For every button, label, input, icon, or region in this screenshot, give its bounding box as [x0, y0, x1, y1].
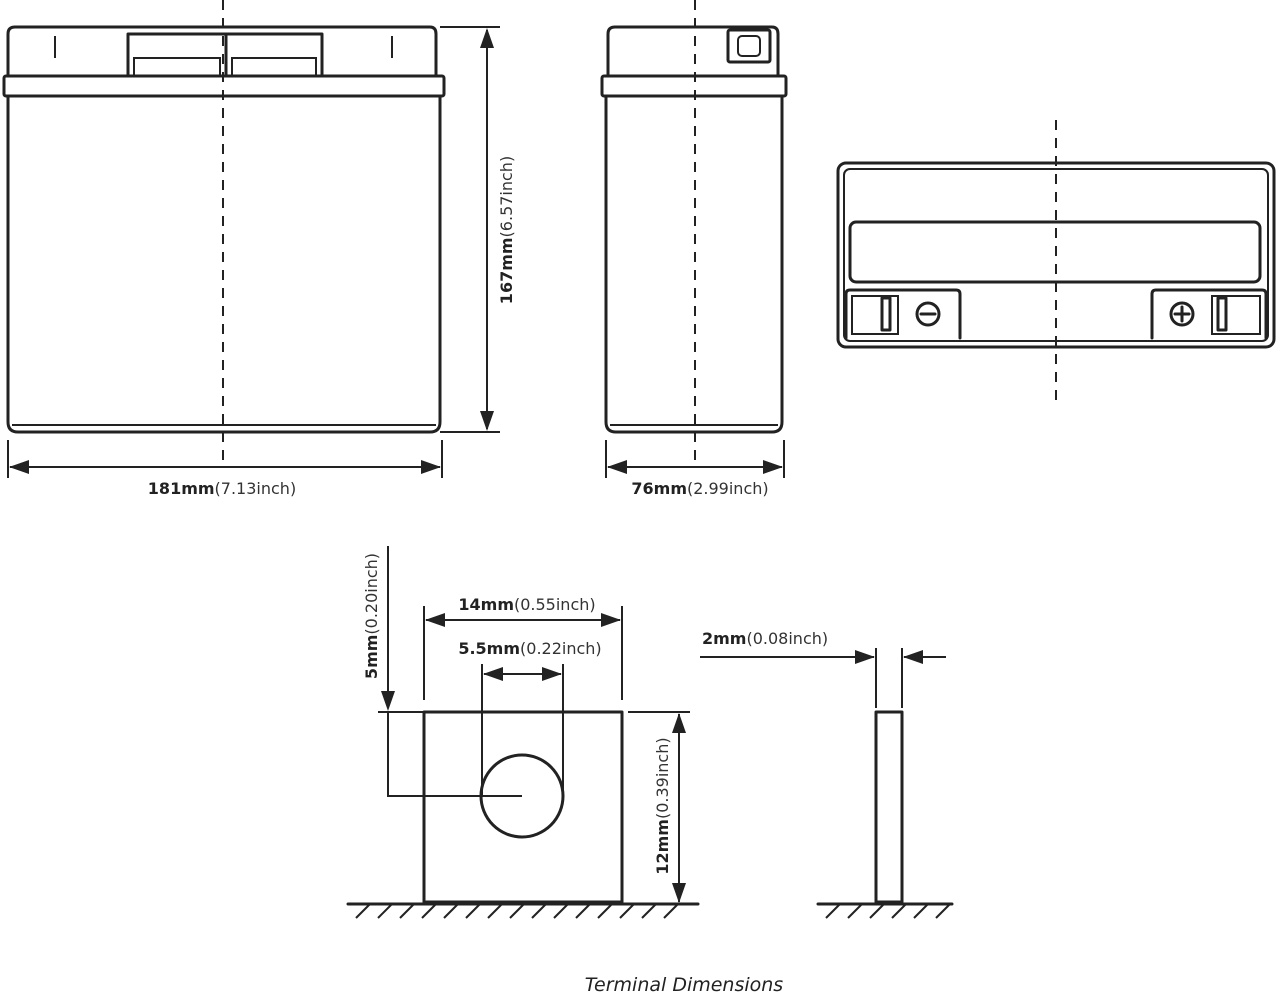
offset-dimension: 5mm(0.20inch) — [362, 546, 424, 713]
tab-height-value: 12mm — [653, 819, 672, 875]
tab-width-dimension: 14mm(0.55inch) — [423, 595, 623, 700]
offset-inch: (0.20inch) — [362, 553, 381, 635]
height-inch: (6.57inch) — [497, 156, 516, 238]
thickness-inch: (0.08inch) — [746, 629, 828, 648]
ground-hatch-left — [355, 903, 679, 919]
svg-text:12mm(0.39inch): 12mm(0.39inch) — [653, 737, 672, 874]
hole-diameter-dimension: 5.5mm(0.22inch) — [458, 639, 602, 796]
hole-diameter-value: 5.5mm — [458, 639, 520, 658]
width-dimension: 76mm(2.99inch) — [605, 440, 785, 498]
svg-text:76mm(2.99inch): 76mm(2.99inch) — [631, 479, 768, 498]
side-view — [600, 0, 788, 460]
tab-height-dimension: 12mm(0.39inch) — [628, 711, 690, 903]
top-view — [836, 120, 1276, 400]
thickness-value: 2mm — [702, 629, 746, 648]
width-inch: (2.99inch) — [687, 479, 769, 498]
terminal-front-detail — [346, 710, 700, 919]
tab-width-value: 14mm — [458, 595, 514, 614]
height-value: 167mm — [497, 237, 516, 304]
svg-text:181mm(7.13inch): 181mm(7.13inch) — [148, 479, 296, 498]
length-value: 181mm — [148, 479, 215, 498]
positive-terminal-icon — [1169, 301, 1195, 327]
svg-text:5mm(0.20inch): 5mm(0.20inch) — [362, 553, 381, 679]
offset-value: 5mm — [362, 635, 381, 679]
length-dimension: 181mm(7.13inch) — [7, 440, 443, 498]
front-view — [2, 0, 446, 460]
width-value: 76mm — [631, 479, 687, 498]
caption: Terminal Dimensions — [585, 974, 784, 996]
svg-text:14mm(0.55inch): 14mm(0.55inch) — [458, 595, 595, 614]
svg-text:167mm(6.57inch): 167mm(6.57inch) — [497, 156, 516, 304]
thickness-dimension: 2mm(0.08inch) — [700, 629, 946, 708]
tab-width-inch: (0.55inch) — [514, 595, 596, 614]
svg-text:5.5mm(0.22inch): 5.5mm(0.22inch) — [458, 639, 601, 658]
svg-text:2mm(0.08inch): 2mm(0.08inch) — [702, 629, 828, 648]
length-inch: (7.13inch) — [215, 479, 297, 498]
negative-terminal-icon — [915, 301, 941, 327]
terminal-side-detail — [816, 710, 954, 919]
tab-height-inch: (0.39inch) — [653, 737, 672, 819]
hole-diameter-inch: (0.22inch) — [520, 639, 602, 658]
height-dimension: 167mm(6.57inch) — [440, 26, 516, 433]
